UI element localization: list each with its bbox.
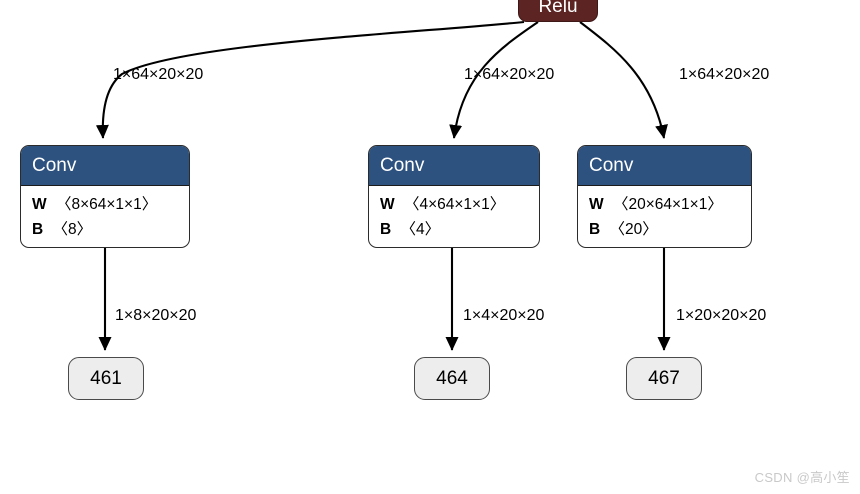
edge-label-conv-1-to-out-461: 1×8×20×20	[115, 307, 197, 324]
bias-value: 〈4〉	[400, 221, 441, 238]
edge-relu-to-conv-2	[449, 21, 539, 139]
node-conv-2-params: W 〈4×64×1×1〉 B 〈4〉	[369, 186, 539, 242]
weight-value: 〈8×64×1×1〉	[55, 196, 158, 213]
edge-label-relu-to-conv-2: 1×64×20×20	[464, 66, 555, 83]
node-conv-2[interactable]: Conv W 〈4×64×1×1〉 B 〈4〉	[368, 145, 540, 248]
bias-key: B	[380, 221, 392, 238]
node-conv-1-title: Conv	[21, 146, 189, 186]
node-conv-3-title: Conv	[578, 146, 751, 186]
node-conv-1-weight-row: W 〈8×64×1×1〉	[32, 192, 189, 217]
node-conv-3-weight-row: W 〈20×64×1×1〉	[589, 192, 751, 217]
weight-value: 〈20×64×1×1〉	[612, 196, 723, 213]
node-conv-1[interactable]: Conv W 〈8×64×1×1〉 B 〈8〉	[20, 145, 190, 248]
node-conv-2-weight-row: W 〈4×64×1×1〉	[380, 192, 539, 217]
bias-key: B	[32, 221, 44, 238]
node-relu-label: Relu	[538, 0, 578, 17]
edge-relu-to-conv-1	[95, 20, 525, 139]
node-conv-1-params: W 〈8×64×1×1〉 B 〈8〉	[21, 186, 189, 242]
edge-relu-to-conv-3	[579, 21, 668, 139]
node-conv-3-params: W 〈20×64×1×1〉 B 〈20〉	[578, 186, 751, 242]
node-conv-3-bias-row: B 〈20〉	[589, 217, 751, 242]
weight-key: W	[589, 196, 604, 213]
edge-label-relu-to-conv-3: 1×64×20×20	[679, 66, 770, 83]
node-output-467[interactable]: 467	[626, 357, 702, 400]
node-relu[interactable]: Relu	[518, 0, 598, 22]
edge-label-conv-2-to-out-464: 1×4×20×20	[463, 307, 545, 324]
bias-value: 〈20〉	[609, 221, 658, 238]
node-output-464[interactable]: 464	[414, 357, 490, 400]
node-conv-1-bias-row: B 〈8〉	[32, 217, 189, 242]
edge-label-relu-to-conv-1: 1×64×20×20	[113, 66, 204, 83]
bias-key: B	[589, 221, 601, 238]
node-conv-2-bias-row: B 〈4〉	[380, 217, 539, 242]
edge-label-conv-3-to-out-467: 1×20×20×20	[676, 307, 767, 324]
node-conv-3[interactable]: Conv W 〈20×64×1×1〉 B 〈20〉	[577, 145, 752, 248]
weight-value: 〈4×64×1×1〉	[403, 196, 506, 213]
node-output-461[interactable]: 461	[68, 357, 144, 400]
bias-value: 〈8〉	[52, 221, 93, 238]
node-conv-2-title: Conv	[369, 146, 539, 186]
weight-key: W	[32, 196, 47, 213]
weight-key: W	[380, 196, 395, 213]
watermark: CSDN @高小笙	[754, 470, 850, 485]
